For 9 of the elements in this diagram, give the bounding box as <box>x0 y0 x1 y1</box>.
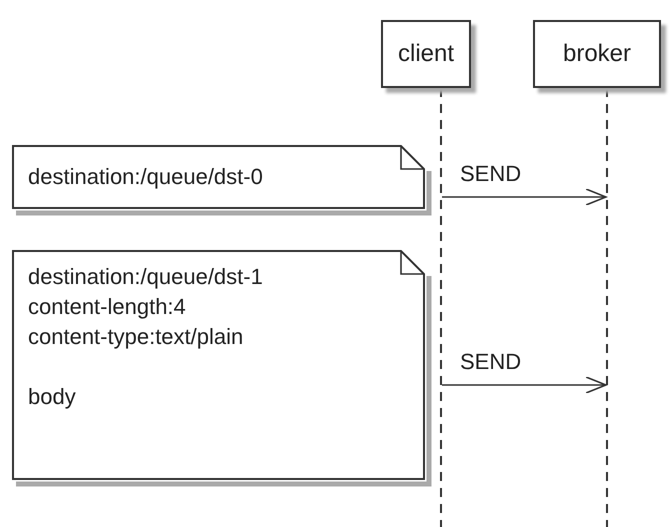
note-text: content-length:4 <box>28 293 187 321</box>
message-arrow <box>442 376 607 394</box>
participant-name: client <box>398 40 454 68</box>
note-text: body <box>28 383 77 411</box>
note-text: destination:/queue/dst-0 <box>28 163 264 191</box>
participant-name: broker <box>562 40 632 68</box>
note-text: destination:/queue/dst-1 <box>28 263 264 291</box>
message-arrow <box>442 188 607 206</box>
note-text: content-type:text/plain <box>28 323 244 351</box>
